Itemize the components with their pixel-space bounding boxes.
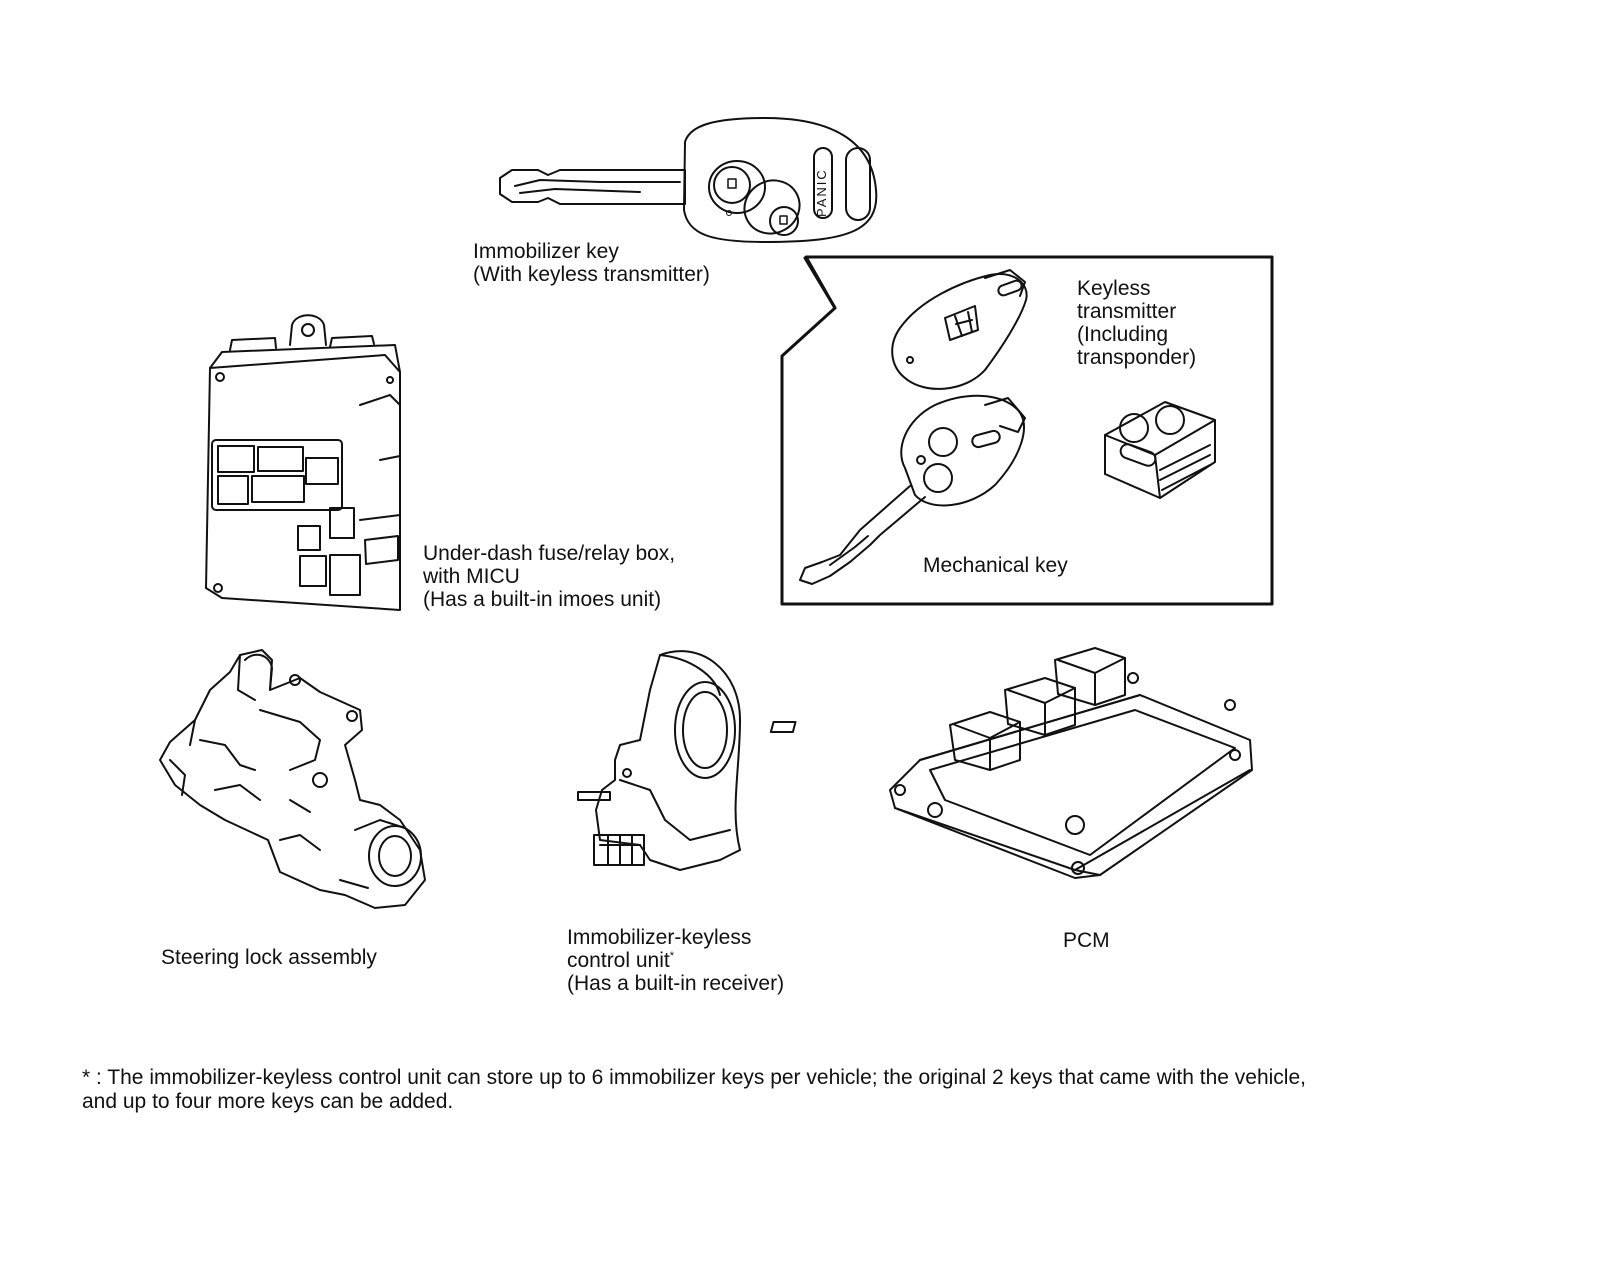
mechanical-key-drawing: [800, 396, 1025, 584]
steering-lock-label: Steering lock assembly: [161, 946, 377, 969]
steering-lock-drawing: [160, 650, 425, 908]
immobilizer-key-label-line1: Immobilizer key: [473, 240, 619, 263]
keyless-transmitter-label-line2: transmitter: [1077, 300, 1177, 323]
keyless-transmitter-label-line3: (Including: [1077, 323, 1169, 346]
keyless-transmitter-label-line1: Keyless: [1077, 277, 1151, 300]
panic-button-label: PANIC: [814, 168, 829, 217]
control-unit-label-line2: control unit*: [567, 949, 784, 972]
pcm-label: PCM: [1063, 929, 1110, 952]
immobilizer-key-label: Immobilizer key (With keyless transmitte…: [473, 240, 710, 286]
pcm-drawing: [771, 648, 1252, 878]
keyless-transmitter-label: Keyless transmitter (Including transpond…: [1077, 277, 1196, 369]
control-unit-asterisk: *: [669, 950, 675, 962]
control-unit-label: Immobilizer-keyless control unit* (Has a…: [567, 926, 784, 995]
fuse-box-label-line1: Under-dash fuse/relay box,: [423, 542, 676, 565]
transponder-drawing: [1105, 402, 1215, 498]
keyless-transmitter-callout-frame: [782, 257, 1272, 604]
fuse-relay-box-drawing: [206, 315, 400, 610]
footnote: * : The immobilizer-keyless control unit…: [82, 1066, 1306, 1113]
fuse-box-label: Under-dash fuse/relay box, with MICU (Ha…: [423, 542, 675, 611]
fuse-box-label-line2: with MICU: [423, 565, 520, 588]
fuse-box-label-line3: (Has a built-in imoes unit): [423, 588, 662, 611]
mechanical-key-label: Mechanical key: [923, 554, 1068, 577]
immobilizer-key-label-line2: (With keyless transmitter): [473, 263, 710, 286]
control-unit-drawing: [578, 651, 740, 870]
keyless-transmitter-drawing: [892, 270, 1026, 389]
control-unit-label-line3: (Has a built-in receiver): [567, 972, 785, 995]
keyless-transmitter-label-line4: transponder): [1077, 346, 1197, 369]
control-unit-label-line1: Immobilizer-keyless: [567, 926, 752, 949]
immobilizer-key-drawing: PANIC: [500, 118, 876, 244]
control-unit-label-line2-text: control unit: [567, 949, 670, 972]
